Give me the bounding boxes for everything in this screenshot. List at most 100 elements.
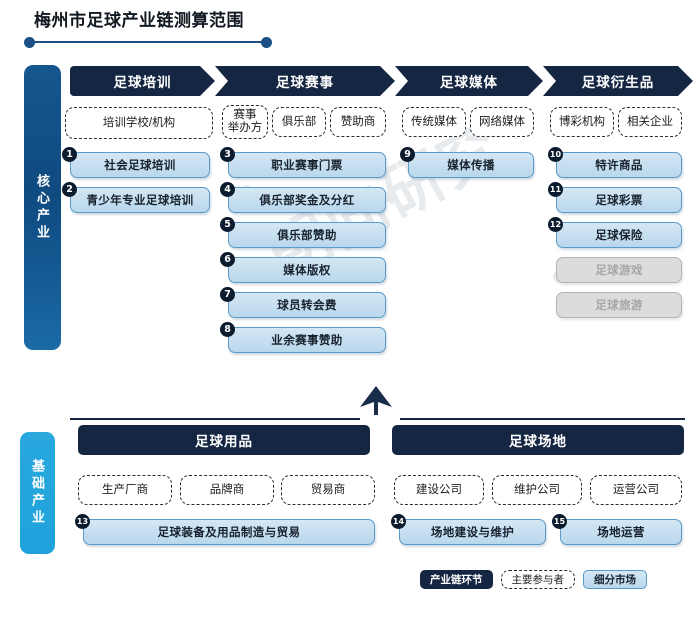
market-number-1-4: 7 xyxy=(220,287,235,302)
base-participant-label-0-0: 生产厂商 xyxy=(102,483,148,496)
market-label-2-0: 媒体传播 xyxy=(447,160,495,172)
column-header-label-1: 足球赛事 xyxy=(276,75,334,90)
market-label-0-0: 社会足球培训 xyxy=(104,160,176,172)
base-column-header-0[interactable]: 足球用品 xyxy=(78,425,370,455)
participant-chip-0-0[interactable]: 培训学校/机构 xyxy=(65,107,213,139)
base-column-header-1[interactable]: 足球场地 xyxy=(392,425,684,455)
market-box-0-0[interactable]: 社会足球培训 xyxy=(70,152,210,178)
category-label-base: 基础产业 xyxy=(30,459,45,527)
market-number-1-0: 3 xyxy=(220,147,235,162)
market-box-3-4[interactable]: 足球旅游 xyxy=(556,292,682,318)
market-box-1-5[interactable]: 业余赛事赞助 xyxy=(228,327,386,353)
column-header-1[interactable]: 足球赛事 xyxy=(215,66,395,96)
legend-label-participants: 主要参与者 xyxy=(511,574,565,586)
column-header-label-2: 足球媒体 xyxy=(440,75,498,90)
column-header-0[interactable]: 足球培训 xyxy=(70,66,215,96)
base-column-header-label-0: 足球用品 xyxy=(195,434,253,449)
participant-chip-3-0[interactable]: 博彩机构 xyxy=(550,107,614,137)
base-market-label-1-0: 场地建设与维护 xyxy=(430,527,515,539)
participant-chip-1-2[interactable]: 赞助商 xyxy=(330,107,386,137)
market-number-3-0: 10 xyxy=(548,147,563,162)
participant-label-1-2: 赞助商 xyxy=(340,115,376,128)
market-box-0-1[interactable]: 青少年专业足球培训 xyxy=(70,187,210,213)
base-market-box-1-1[interactable]: 场地运营 xyxy=(560,519,682,545)
market-label-1-3: 媒体版权 xyxy=(283,265,331,277)
participant-label-2-1: 网络媒体 xyxy=(479,115,525,128)
base-market-box-1-0[interactable]: 场地建设与维护 xyxy=(399,519,546,545)
market-label-0-1: 青少年专业足球培训 xyxy=(86,195,194,207)
title-rule-dot-right xyxy=(261,37,272,48)
market-box-3-1[interactable]: 足球彩票 xyxy=(556,187,682,213)
base-participant-label-0-1: 品牌商 xyxy=(209,483,245,496)
title-underline xyxy=(24,36,272,48)
participant-label-0-0: 培训学校/机构 xyxy=(102,116,176,129)
market-label-1-1: 俱乐部奖金及分红 xyxy=(259,195,355,207)
participant-label-2-0: 传统媒体 xyxy=(411,115,457,128)
market-box-1-1[interactable]: 俱乐部奖金及分红 xyxy=(228,187,386,213)
participant-chip-3-1[interactable]: 相关企业 xyxy=(618,107,682,137)
base-participant-label-1-2: 运营公司 xyxy=(613,483,659,496)
participant-chip-1-1[interactable]: 俱乐部 xyxy=(272,107,326,137)
base-market-label-0-0: 足球装备及用品制造与贸易 xyxy=(157,527,301,539)
legend-label-chain-link: 产业链环节 xyxy=(430,574,483,586)
market-box-3-0[interactable]: 特许商品 xyxy=(556,152,682,178)
legend-item-submarket: 细分市场 xyxy=(583,570,647,589)
market-box-1-4[interactable]: 球员转会费 xyxy=(228,292,386,318)
market-number-1-1: 4 xyxy=(220,182,235,197)
section-divider-right xyxy=(400,418,685,420)
market-box-1-3[interactable]: 媒体版权 xyxy=(228,257,386,283)
base-market-number-0-0: 13 xyxy=(75,514,90,529)
participant-label-3-1: 相关企业 xyxy=(627,115,673,128)
base-participant-label-1-0: 建设公司 xyxy=(416,483,462,496)
participant-chip-2-1[interactable]: 网络媒体 xyxy=(470,107,534,137)
base-market-label-1-1: 场地运营 xyxy=(597,527,645,539)
base-participant-chip-0-1[interactable]: 品牌商 xyxy=(180,475,274,505)
base-market-box-0-0[interactable]: 足球装备及用品制造与贸易 xyxy=(83,519,375,545)
base-participant-chip-0-2[interactable]: 贸易商 xyxy=(281,475,375,505)
base-participant-chip-1-0[interactable]: 建设公司 xyxy=(394,475,484,505)
title-rule-dot-left xyxy=(24,37,35,48)
market-box-3-2[interactable]: 足球保险 xyxy=(556,222,682,248)
market-number-3-2: 12 xyxy=(548,217,563,232)
market-number-1-5: 8 xyxy=(220,322,235,337)
base-participant-label-0-2: 贸易商 xyxy=(310,483,346,496)
up-arrow-icon xyxy=(360,386,392,415)
market-label-3-3: 足球游戏 xyxy=(595,265,643,277)
column-header-2[interactable]: 足球媒体 xyxy=(395,66,543,96)
legend-item-chain-link: 产业链环节 xyxy=(420,570,493,589)
market-label-3-1: 足球彩票 xyxy=(595,195,643,207)
base-participant-chip-1-2[interactable]: 运营公司 xyxy=(590,475,682,505)
legend-item-participants: 主要参与者 xyxy=(500,570,575,589)
title-rule-bar xyxy=(30,41,266,43)
market-label-3-0: 特许商品 xyxy=(595,160,643,172)
market-box-1-2[interactable]: 俱乐部赞助 xyxy=(228,222,386,248)
base-participant-label-1-1: 维护公司 xyxy=(514,483,560,496)
market-number-3-1: 11 xyxy=(548,182,563,197)
participant-label-1-0: 赛事举办方 xyxy=(227,109,263,134)
base-column-header-label-1: 足球场地 xyxy=(509,434,567,449)
legend-label-submarket: 细分市场 xyxy=(594,574,636,586)
column-header-label-3: 足球衍生品 xyxy=(581,75,655,90)
market-label-1-0: 职业赛事门票 xyxy=(271,160,343,172)
market-label-1-5: 业余赛事赞助 xyxy=(271,335,343,347)
market-label-3-4: 足球旅游 xyxy=(595,300,643,312)
market-box-2-0[interactable]: 媒体传播 xyxy=(408,152,534,178)
column-header-3[interactable]: 足球衍生品 xyxy=(543,66,693,96)
participant-chip-2-0[interactable]: 传统媒体 xyxy=(402,107,466,137)
page-title: 梅州市足球产业链测算范围 xyxy=(34,11,244,30)
market-number-1-2: 5 xyxy=(220,217,235,232)
market-box-3-3[interactable]: 足球游戏 xyxy=(556,257,682,283)
market-number-0-1: 2 xyxy=(62,182,77,197)
participant-label-1-1: 俱乐部 xyxy=(281,115,317,128)
participant-label-3-0: 博彩机构 xyxy=(559,115,605,128)
base-market-number-1-0: 14 xyxy=(391,514,406,529)
market-box-1-0[interactable]: 职业赛事门票 xyxy=(228,152,386,178)
participant-chip-1-0[interactable]: 赛事举办方 xyxy=(222,105,268,139)
column-header-label-0: 足球培训 xyxy=(113,75,172,90)
legend: 产业链环节 主要参与者 细分市场 xyxy=(420,570,647,589)
base-participant-chip-0-0[interactable]: 生产厂商 xyxy=(78,475,172,505)
section-divider-left xyxy=(70,418,360,420)
market-number-1-3: 6 xyxy=(220,252,235,267)
base-participant-chip-1-1[interactable]: 维护公司 xyxy=(492,475,582,505)
category-label-core: 核心产业 xyxy=(35,173,50,242)
